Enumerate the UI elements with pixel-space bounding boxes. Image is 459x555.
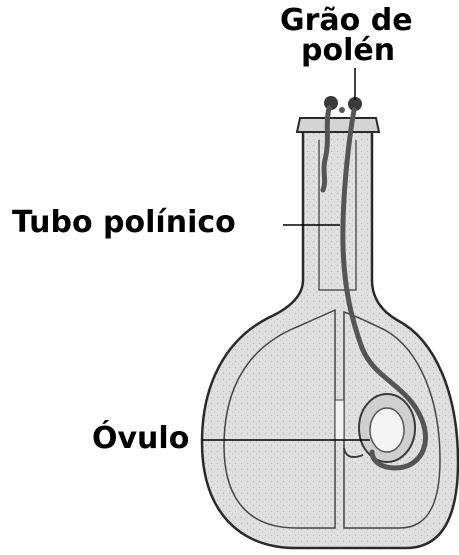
- septum-gap: [335, 400, 344, 440]
- pollen-tube-label: Tubo polínico: [12, 208, 236, 238]
- ovule-label: Óvulo: [92, 424, 189, 454]
- pollen-grain-label-line1: Grão de: [280, 6, 413, 36]
- pollen-grain-small: [339, 107, 345, 113]
- pollen-grain-label-line2: polén: [301, 36, 395, 66]
- ovule-embryo-sac: [370, 408, 404, 452]
- stigma: [297, 118, 379, 132]
